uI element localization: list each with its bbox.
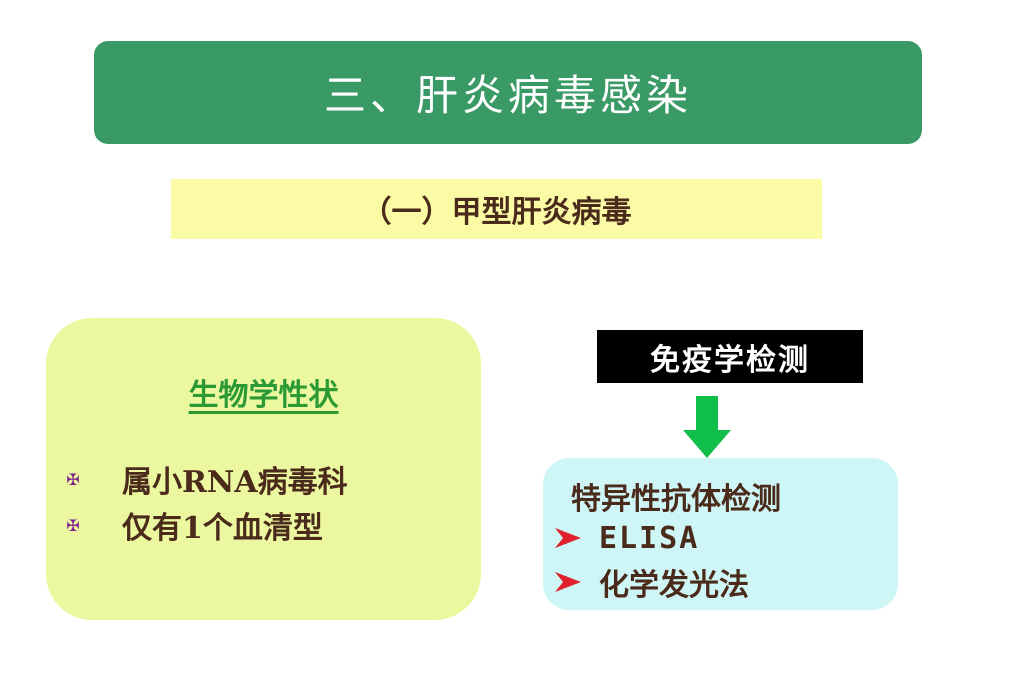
immunology-header-text: 免疫学检测 <box>650 342 810 378</box>
slide-subtitle: （一）甲型肝炎病毒 <box>361 195 632 230</box>
detection-item-text: ELISA <box>599 520 700 556</box>
detection-list: ELISA 化学发光法 <box>553 516 749 604</box>
detection-heading: 特异性抗体检测 <box>571 482 781 517</box>
list-item: ELISA <box>553 516 749 560</box>
detection-item-text: 化学发光法 <box>599 568 749 603</box>
title-banner: 三、肝炎病毒感染 <box>94 41 922 144</box>
subtitle-box: （一）甲型肝炎病毒 <box>171 179 822 239</box>
down-arrow-icon <box>683 396 731 458</box>
list-item: 化学发光法 <box>553 560 749 604</box>
antibody-detection-card: 特异性抗体检测 ELISA 化学发光法 <box>543 458 898 610</box>
arrowhead-bullet-icon <box>555 528 581 548</box>
biology-item-text: 仅有1个血清型 <box>122 511 323 546</box>
flower-bullet-icon: ✠ <box>66 469 80 489</box>
slide-title: 三、肝炎病毒感染 <box>323 71 692 120</box>
list-item: ✠ 仅有1个血清型 <box>62 502 348 548</box>
flower-bullet-icon: ✠ <box>66 515 80 535</box>
biology-card: 生物学性状 ✠ 属小RNA病毒科 ✠ 仅有1个血清型 <box>46 318 481 620</box>
list-item: ✠ 属小RNA病毒科 <box>62 456 348 502</box>
biology-list: ✠ 属小RNA病毒科 ✠ 仅有1个血清型 <box>62 456 348 548</box>
biology-heading: 生物学性状 <box>188 378 339 413</box>
biology-item-text: 属小RNA病毒科 <box>122 465 348 500</box>
immunology-header: 免疫学检测 <box>597 330 863 383</box>
arrowhead-bullet-icon <box>555 572 581 592</box>
